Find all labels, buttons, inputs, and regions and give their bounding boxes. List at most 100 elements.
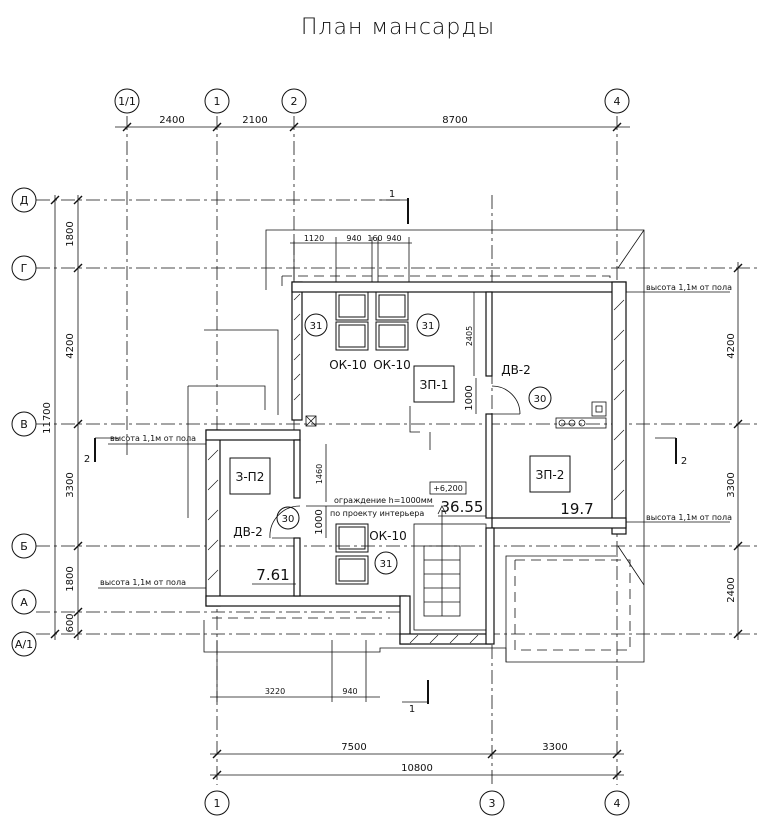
dimension-label: 11700 bbox=[42, 402, 53, 434]
note-height: высота 1,1м от пола bbox=[646, 513, 732, 522]
dimension-chain-inner-top: 1120 940 160 940 bbox=[290, 234, 412, 290]
axis-label: 1/1 bbox=[118, 95, 136, 108]
partition bbox=[485, 413, 493, 519]
window-tag: ОК-10 bbox=[329, 358, 367, 372]
windows bbox=[335, 291, 409, 585]
axis-bubble bbox=[11, 589, 37, 615]
axis-bubbles-bottom: 1 3 4 bbox=[204, 790, 630, 816]
dimension-label: 8700 bbox=[442, 115, 467, 126]
room-code: 31 bbox=[422, 321, 435, 332]
room-markers: 31 31 31 30 30 ЗП-1 ЗП-2 З-П2 ДВ-2 ДВ-2 … bbox=[229, 313, 571, 575]
dimension-label: 4200 bbox=[65, 333, 76, 358]
partition bbox=[293, 537, 301, 597]
axis-label: 4 bbox=[614, 95, 621, 108]
axis-label: 3 bbox=[489, 797, 496, 810]
room-tag: З-П2 bbox=[236, 470, 265, 484]
room-area: 36.55 bbox=[441, 498, 484, 516]
dimension-label: 940 bbox=[342, 687, 357, 696]
dimension-label: 3300 bbox=[542, 742, 567, 753]
notes: ограждение h=1000мм по проекту интерьера… bbox=[98, 283, 732, 589]
dimension-label: 7500 bbox=[341, 742, 366, 753]
door-dv2-right bbox=[491, 385, 521, 415]
dimension-label: 1120 bbox=[304, 234, 324, 243]
axis-label: 4 bbox=[614, 797, 621, 810]
axis-bubble bbox=[11, 533, 37, 559]
dimension-label: 940 bbox=[346, 234, 361, 243]
room-area: 7.61 bbox=[256, 566, 289, 584]
dimension-label: 3300 bbox=[65, 472, 76, 497]
room-code: 31 bbox=[380, 559, 393, 570]
window-tag: ОК-10 bbox=[369, 529, 407, 543]
axis-label: Б bbox=[20, 540, 28, 553]
dimension-label: 1460 bbox=[315, 464, 324, 484]
note-height: высота 1,1м от пола bbox=[110, 434, 196, 443]
room-tag: ЗП-2 bbox=[536, 468, 565, 482]
axis-label: 1 bbox=[214, 797, 221, 810]
axis-label: Г bbox=[21, 262, 28, 275]
room-code: 30 bbox=[282, 514, 295, 525]
dimension-label: 600 bbox=[65, 613, 76, 632]
axis-bubble bbox=[11, 255, 37, 281]
door-tag: ДВ-2 bbox=[233, 525, 263, 539]
section-label: 1 bbox=[409, 704, 415, 715]
axis-bubbles-top: 1/1 1 2 4 bbox=[114, 88, 630, 114]
note-height: высота 1,1м от пола bbox=[646, 283, 732, 292]
axis-bubble bbox=[204, 790, 230, 816]
axis-label: Д bbox=[20, 194, 29, 207]
note-interior: по проекту интерьера bbox=[330, 509, 424, 518]
fixtures bbox=[305, 401, 607, 450]
dimension-label: 1800 bbox=[65, 221, 76, 246]
axis-bubble bbox=[604, 88, 630, 114]
drawing-title: План мансарды bbox=[301, 15, 495, 40]
axis-label: 1 bbox=[214, 95, 221, 108]
window-tag: ОК-10 bbox=[373, 358, 411, 372]
axis-bubble bbox=[204, 88, 230, 114]
section-marks: 1 1 2 2 bbox=[84, 189, 687, 715]
door-dv2-left bbox=[269, 505, 301, 539]
section-label: 2 bbox=[681, 456, 687, 467]
dimension-label: 2400 bbox=[726, 577, 737, 602]
room-areas: 36.55 19.7 7.61 bbox=[252, 498, 600, 585]
axis-bubble bbox=[114, 88, 140, 114]
dimension-label: 3300 bbox=[726, 472, 737, 497]
staircase bbox=[413, 505, 487, 631]
wall bbox=[291, 281, 627, 293]
wall bbox=[205, 595, 407, 607]
dimension-label: 2405 bbox=[465, 326, 474, 346]
dimension-label: 1800 bbox=[65, 566, 76, 591]
axis-bubble bbox=[11, 411, 37, 437]
room-tag: ЗП-1 bbox=[420, 378, 449, 392]
axis-label: 2 bbox=[291, 95, 298, 108]
dimension-label: 3220 bbox=[265, 687, 285, 696]
wall bbox=[485, 527, 495, 645]
axis-label: А/1 bbox=[15, 638, 33, 651]
partition bbox=[485, 291, 493, 377]
dimension-label: 10800 bbox=[401, 763, 433, 774]
level-mark: +6,200 bbox=[429, 481, 467, 495]
axis-label: В bbox=[20, 418, 28, 431]
wall bbox=[491, 517, 627, 529]
section-label: 2 bbox=[84, 454, 90, 465]
dimension-chain-bottom: 3220 940 7500 3300 10800 bbox=[210, 640, 624, 780]
note-height: высота 1,1м от пола bbox=[100, 578, 186, 587]
note-railing: ограждение h=1000мм bbox=[334, 496, 433, 505]
section-label: 1 bbox=[389, 189, 395, 200]
axis-bubble bbox=[281, 88, 307, 114]
dimension-label: 2400 bbox=[159, 115, 184, 126]
room-area: 19.7 bbox=[560, 500, 593, 518]
inner-dimensions: 2405 1000 1460 1000 bbox=[314, 292, 477, 538]
interior-partitions bbox=[293, 291, 493, 597]
axis-grid-lines bbox=[36, 116, 760, 785]
room-code: 31 bbox=[310, 321, 323, 332]
dimension-label: 160 bbox=[367, 234, 382, 243]
axis-bubbles-left: Д Г В Б А А/1 bbox=[11, 187, 37, 657]
dimension-chain-left: 1800 4200 3300 1800 600 11700 bbox=[42, 195, 83, 640]
door-tag: ДВ-2 bbox=[501, 363, 531, 377]
dimension-label: 2100 bbox=[242, 115, 267, 126]
axis-bubble bbox=[11, 187, 37, 213]
roof-overhang-dashed bbox=[212, 275, 631, 651]
exterior-walls bbox=[205, 281, 627, 645]
level-value: +6,200 bbox=[433, 484, 463, 493]
dimension-label: 4200 bbox=[726, 333, 737, 358]
axis-bubble bbox=[604, 790, 630, 816]
